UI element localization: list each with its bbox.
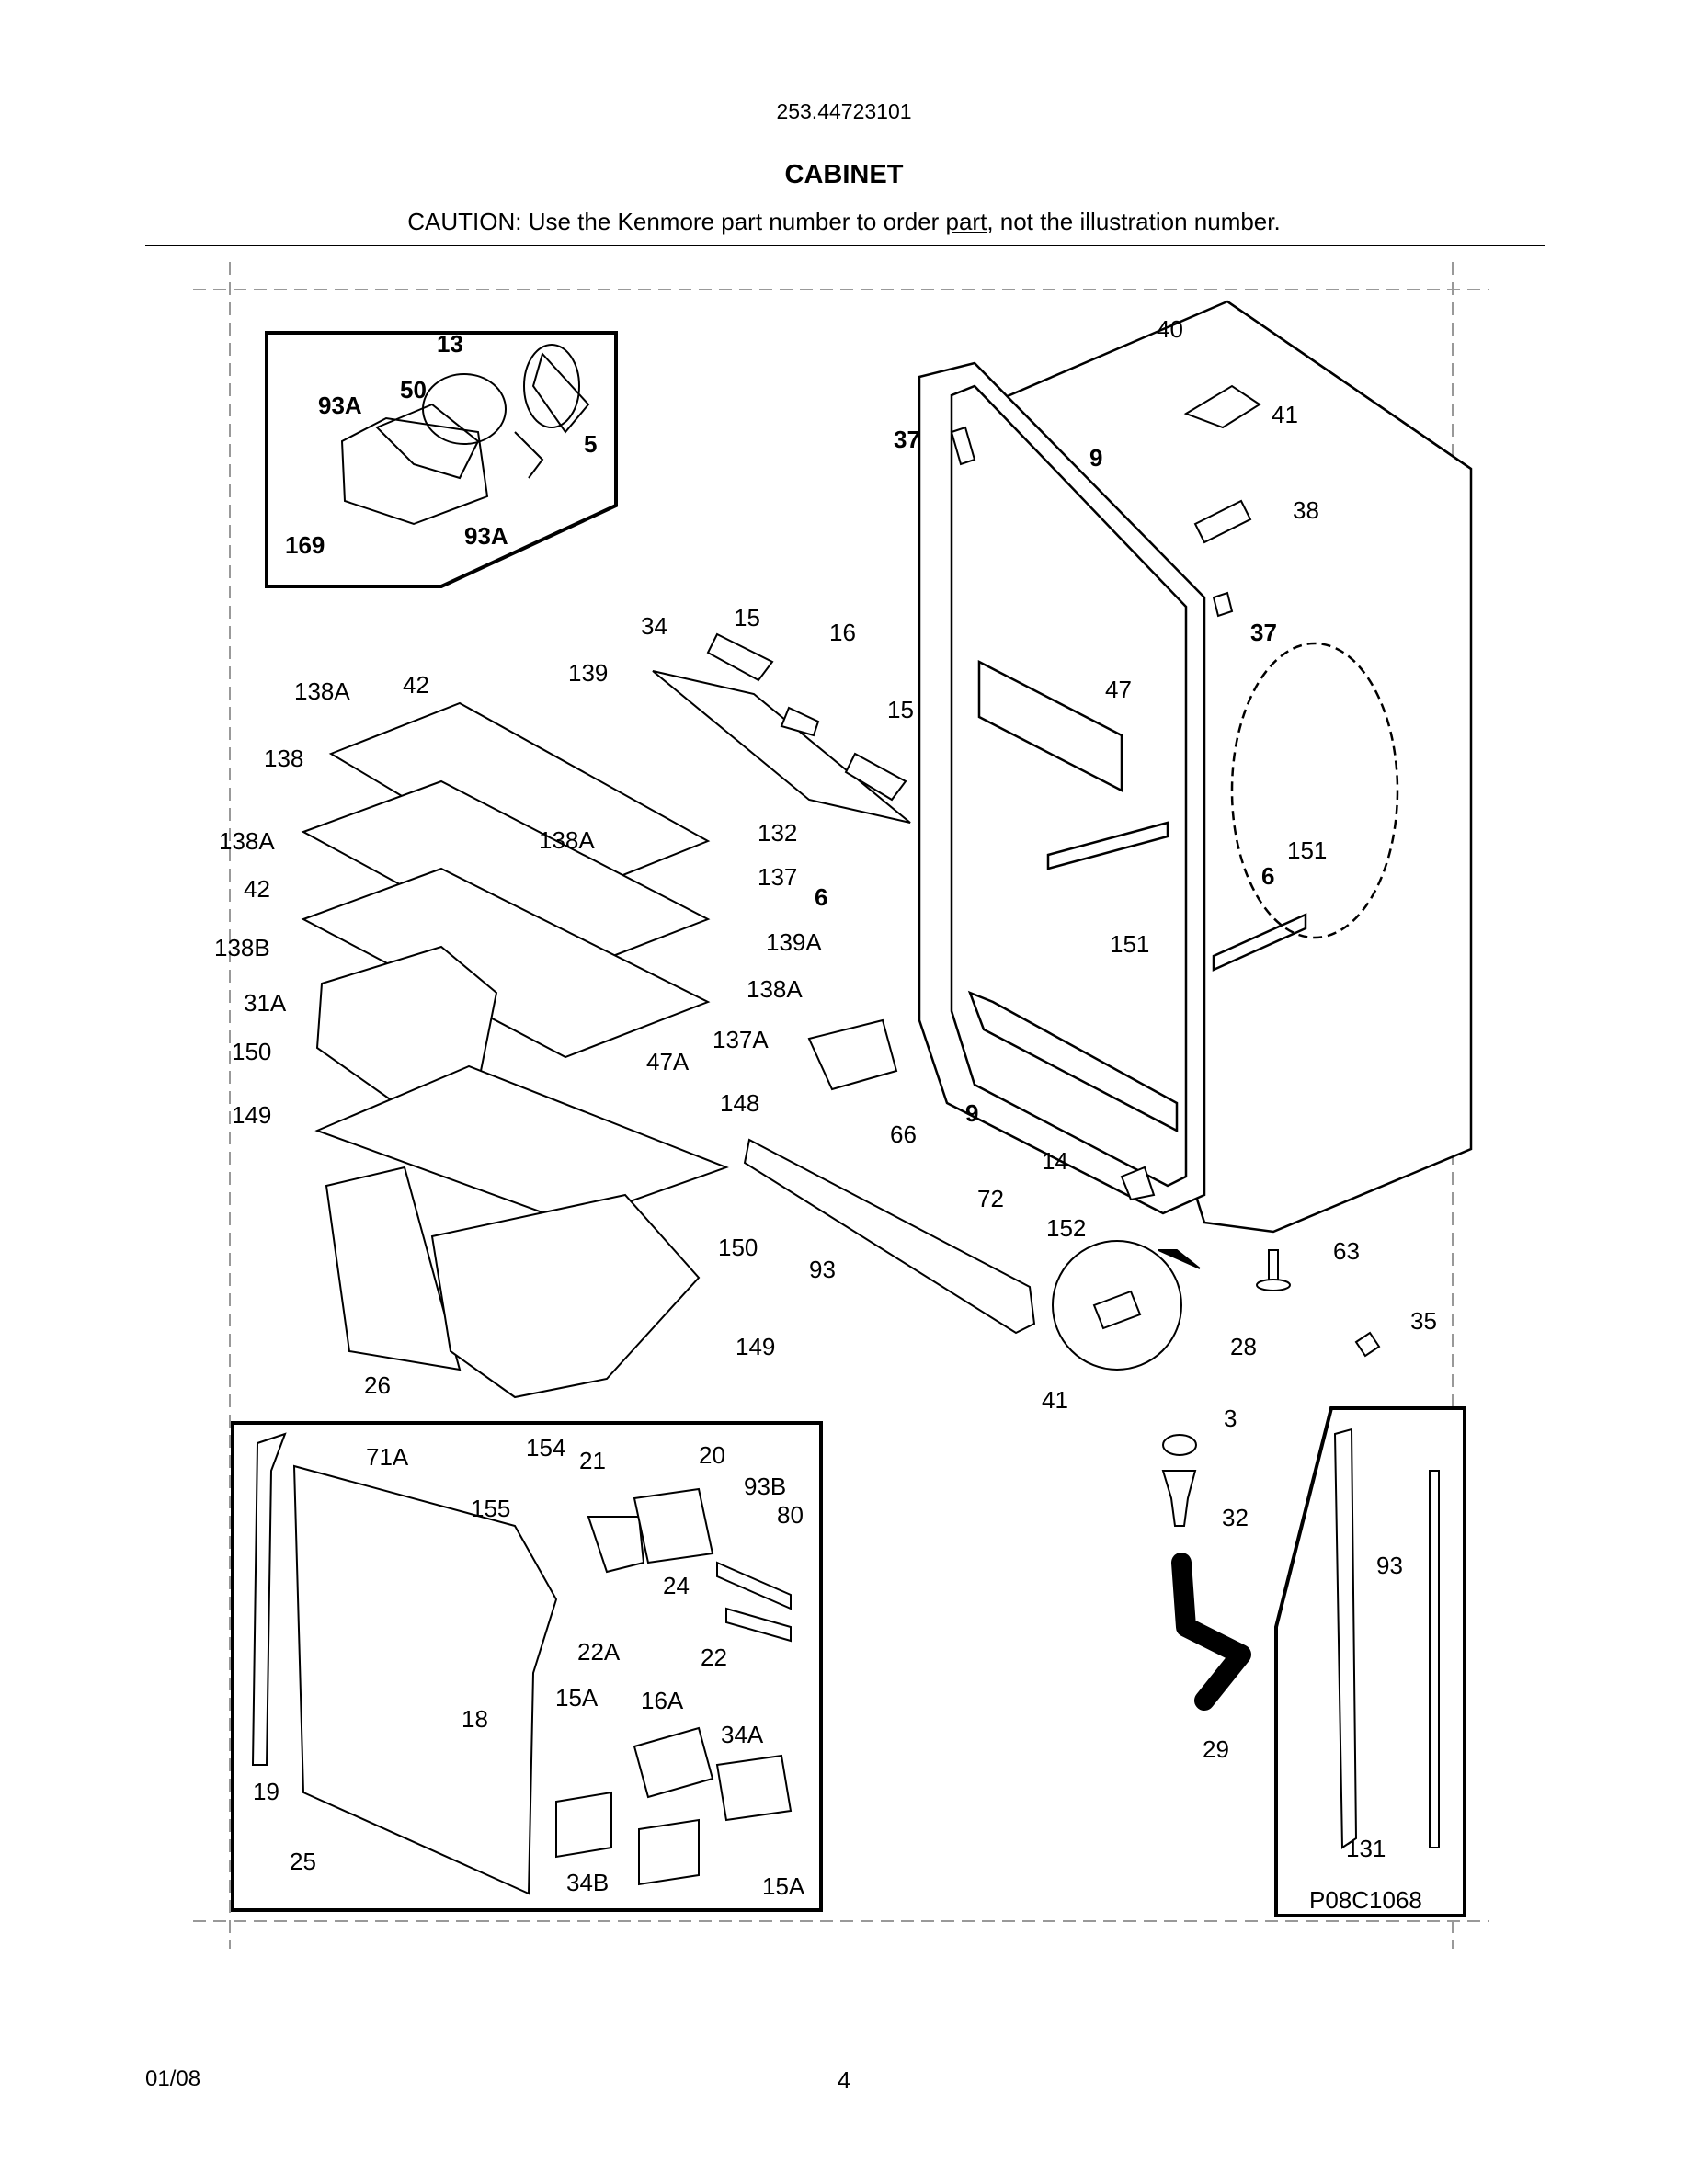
- label-19: 19: [253, 1778, 279, 1805]
- caution-suffix: , not the illustration number.: [987, 208, 1281, 235]
- label-32: 32: [1222, 1504, 1249, 1531]
- label-34b: 34B: [566, 1869, 609, 1896]
- label-137a: 137A: [713, 1026, 769, 1053]
- label-47: 47: [1105, 676, 1132, 703]
- label-41-bottom: 41: [1042, 1386, 1068, 1414]
- label-38: 38: [1293, 496, 1319, 524]
- caution-note: CAUTION: Use the Kenmore part number to …: [0, 208, 1688, 236]
- label-137: 137: [758, 863, 797, 891]
- label-155: 155: [471, 1495, 510, 1522]
- cabinet-labels: 40 41 37 9 38 37 47 6 151 151 6 9 66 14 …: [809, 315, 1437, 1414]
- label-15a-bottom: 15A: [762, 1872, 805, 1900]
- label-22: 22: [701, 1644, 727, 1671]
- label-148: 148: [720, 1089, 759, 1117]
- label-22a: 22A: [577, 1638, 621, 1666]
- label-138a-1: 138A: [294, 677, 350, 705]
- fan-assembly-inset: 13 93A 50 5 169 93A: [265, 330, 618, 588]
- label-149-top: 149: [232, 1101, 271, 1129]
- label-28: 28: [1230, 1333, 1257, 1360]
- label-34a: 34A: [721, 1721, 764, 1748]
- model-number: 253.44723101: [776, 99, 912, 123]
- page-title: CABINET: [784, 160, 904, 189]
- label-63: 63: [1333, 1237, 1360, 1265]
- label-138a-4: 138A: [747, 975, 803, 1003]
- label-35: 35: [1410, 1307, 1437, 1335]
- label-15a-top: 15A: [555, 1684, 599, 1712]
- label-40: 40: [1157, 315, 1183, 343]
- label-50: 50: [400, 376, 427, 404]
- label-132: 132: [758, 819, 797, 847]
- label-42-top: 42: [403, 671, 429, 699]
- drain-parts: [1161, 1434, 1251, 1711]
- cabinet-shell: [918, 300, 1473, 1234]
- label-154: 154: [526, 1434, 565, 1462]
- label-37-top: 37: [894, 426, 920, 453]
- control-panel-inset: 71A 154 21 20 93B 155 80 24 22A 22 18 15…: [231, 1421, 823, 1912]
- shelf-assembly: [301, 632, 911, 1399]
- label-21: 21: [579, 1447, 606, 1474]
- label-138: 138: [264, 745, 303, 772]
- label-31a: 31A: [244, 989, 287, 1017]
- label-42-mid: 42: [244, 875, 270, 903]
- label-18: 18: [462, 1705, 488, 1733]
- label-13: 13: [437, 330, 463, 358]
- label-15-right: 15: [887, 696, 914, 723]
- rail-inset: 93 131: [1274, 1406, 1466, 1917]
- label-169: 169: [285, 531, 325, 559]
- label-93a-top: 93A: [318, 392, 362, 419]
- label-20: 20: [699, 1441, 725, 1469]
- footer-date: 01/08: [145, 2066, 201, 2091]
- label-26: 26: [364, 1371, 391, 1399]
- label-66: 66: [890, 1120, 917, 1148]
- label-93b: 93B: [744, 1473, 786, 1500]
- caution-prefix: CAUTION: Use the Kenmore part number to …: [407, 208, 946, 235]
- label-93a-bottom: 93A: [464, 522, 508, 550]
- label-16: 16: [829, 619, 856, 646]
- label-6-left: 6: [815, 883, 827, 911]
- label-9-top: 9: [1089, 444, 1102, 472]
- caution-link-word: part: [945, 208, 987, 235]
- label-139: 139: [568, 659, 608, 687]
- label-93-rail: 93: [1376, 1552, 1403, 1579]
- label-138b: 138B: [214, 934, 270, 961]
- label-47a: 47A: [646, 1048, 690, 1075]
- label-80: 80: [777, 1501, 804, 1529]
- header-rule: [145, 245, 1545, 246]
- label-25: 25: [290, 1848, 316, 1875]
- label-16a: 16A: [641, 1687, 684, 1714]
- label-150-bottom: 150: [718, 1234, 758, 1261]
- label-29: 29: [1203, 1735, 1229, 1763]
- shelf-labels: 34 15 16 15 132 138A 42 139 138 138A 138…: [214, 604, 914, 1399]
- label-151-left: 151: [1110, 930, 1149, 958]
- drain-labels: 3 32 29: [1203, 1405, 1249, 1763]
- label-131: 131: [1346, 1835, 1386, 1862]
- label-138a-2: 138A: [219, 827, 275, 855]
- cabinet-small-parts: [743, 384, 1381, 1371]
- diagram-code: P08C1068: [1309, 1886, 1422, 1914]
- label-37-right: 37: [1250, 619, 1277, 646]
- label-34: 34: [641, 612, 667, 640]
- label-14: 14: [1042, 1147, 1068, 1175]
- label-5: 5: [584, 430, 597, 458]
- label-6-right: 6: [1261, 862, 1274, 890]
- label-149-bottom: 149: [736, 1333, 775, 1360]
- label-150-top: 150: [232, 1038, 271, 1065]
- label-72: 72: [977, 1185, 1004, 1212]
- label-138a-3: 138A: [539, 826, 595, 854]
- label-24: 24: [663, 1572, 690, 1599]
- label-15-top: 15: [734, 604, 760, 631]
- label-152: 152: [1046, 1214, 1086, 1242]
- label-71a: 71A: [366, 1443, 409, 1471]
- label-41-top: 41: [1272, 401, 1298, 428]
- label-3: 3: [1224, 1405, 1237, 1432]
- label-151-right: 151: [1287, 836, 1327, 864]
- label-139a: 139A: [766, 928, 822, 956]
- footer-page-number: 4: [837, 2066, 851, 2094]
- label-93-grille: 93: [809, 1256, 836, 1283]
- label-9-bottom: 9: [965, 1099, 978, 1127]
